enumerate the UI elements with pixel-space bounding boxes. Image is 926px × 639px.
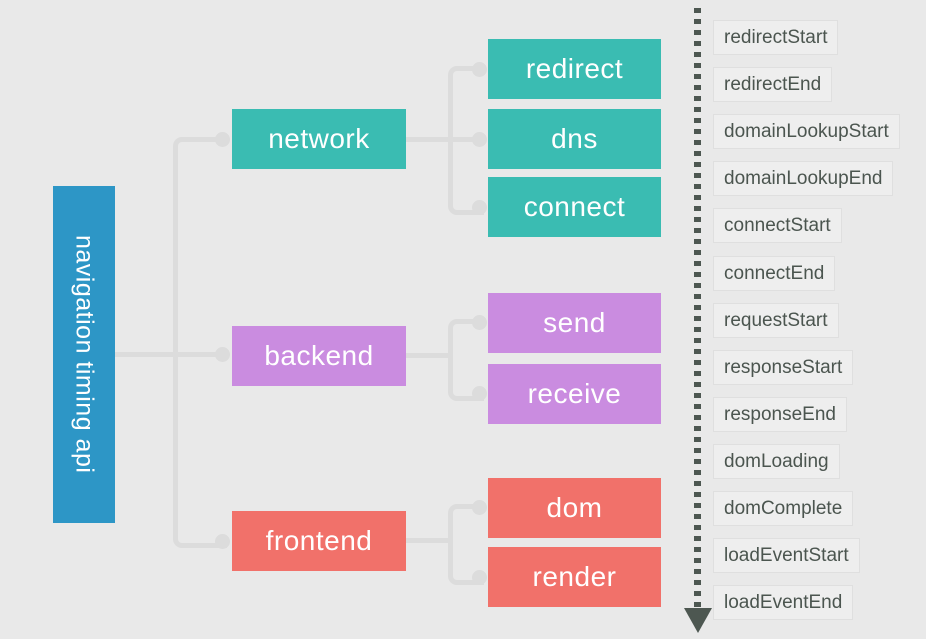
connector-dot-network bbox=[215, 132, 230, 147]
connector-dot-frontend bbox=[215, 534, 230, 549]
leaf-node-send: send bbox=[488, 293, 661, 353]
connector-network-h bbox=[406, 137, 479, 142]
connector-network-bottom bbox=[448, 139, 484, 215]
connector-dot-receive bbox=[472, 386, 487, 401]
branch-node-backend: backend bbox=[232, 326, 406, 386]
connector-frontend-bottom bbox=[448, 538, 484, 585]
connector-network-top bbox=[448, 66, 484, 147]
connector-trunk-bottom bbox=[173, 352, 227, 548]
branch-node-network: network bbox=[232, 109, 406, 169]
connector-frontend-h bbox=[406, 538, 448, 543]
timeline-event-redirectStart: redirectStart bbox=[713, 20, 839, 55]
root-node-label: navigation timing api bbox=[70, 235, 99, 474]
timeline-event-loadEventStart: loadEventStart bbox=[713, 538, 860, 573]
connector-dot-connect bbox=[472, 200, 487, 215]
connector-frontend-top bbox=[448, 504, 484, 546]
connector-dot-send bbox=[472, 315, 487, 330]
connector-backend-bottom bbox=[448, 353, 484, 401]
timeline-event-domLoading: domLoading bbox=[713, 444, 840, 479]
timeline-event-loadEventEnd: loadEventEnd bbox=[713, 585, 854, 620]
timeline-event-requestStart: requestStart bbox=[713, 303, 839, 338]
connector-dot-render bbox=[472, 570, 487, 585]
connector-root-stub bbox=[115, 352, 222, 357]
leaf-node-redirect: redirect bbox=[488, 39, 661, 99]
timeline-event-domainLookupStart: domainLookupStart bbox=[713, 114, 900, 149]
connector-dot-dns bbox=[472, 132, 487, 147]
timeline-event-domComplete: domComplete bbox=[713, 491, 854, 526]
connector-dot-redirect bbox=[472, 62, 487, 77]
connector-backend-top bbox=[448, 319, 484, 361]
down-arrow-icon bbox=[684, 608, 712, 633]
leaf-node-dns: dns bbox=[488, 109, 661, 169]
timeline-event-connectEnd: connectEnd bbox=[713, 256, 836, 291]
connector-dot-backend bbox=[215, 347, 230, 362]
leaf-node-connect: connect bbox=[488, 177, 661, 237]
timeline-event-connectStart: connectStart bbox=[713, 208, 842, 243]
leaf-node-dom: dom bbox=[488, 478, 661, 538]
connector-dot-dom bbox=[472, 500, 487, 515]
connector-trunk-top bbox=[173, 137, 227, 362]
connector-backend-h bbox=[406, 353, 448, 358]
leaf-node-receive: receive bbox=[488, 364, 661, 424]
timeline-event-redirectEnd: redirectEnd bbox=[713, 67, 833, 102]
leaf-node-render: render bbox=[488, 547, 661, 607]
root-node-navigation-timing-api: navigation timing api bbox=[53, 186, 115, 523]
timeline-event-responseStart: responseStart bbox=[713, 350, 854, 385]
branch-node-frontend: frontend bbox=[232, 511, 406, 571]
timeline-dotted-line bbox=[694, 8, 701, 610]
timeline-event-responseEnd: responseEnd bbox=[713, 397, 847, 432]
timeline-event-domainLookupEnd: domainLookupEnd bbox=[713, 161, 894, 196]
